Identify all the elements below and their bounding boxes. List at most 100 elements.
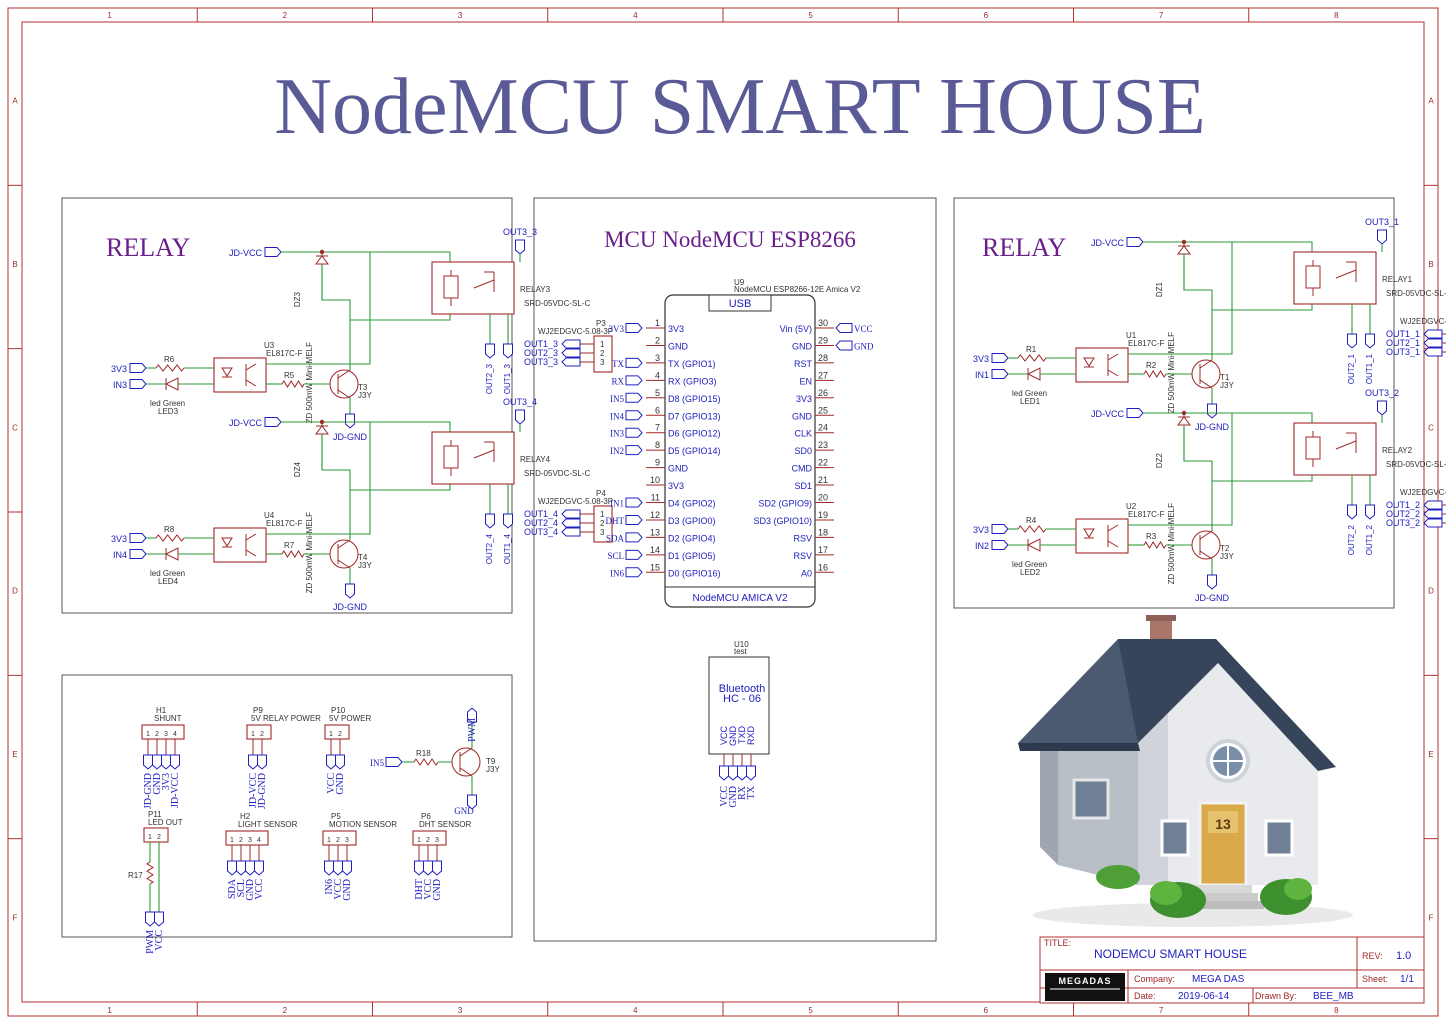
relay-right-panel (953, 197, 1395, 609)
mcu-pin-number: 5 (655, 388, 660, 398)
bt-pin-name: TXD (737, 725, 747, 744)
mcu-pin-number: 24 (818, 423, 828, 433)
vcc-net-label: JD-VCC (229, 418, 262, 428)
tb-drawn: BEE_MB (1313, 991, 1354, 1002)
header-label: MOTION SENSOR (329, 820, 397, 829)
frame-row-label: C (12, 423, 18, 432)
conn-pin-number: 1 (600, 340, 605, 349)
header-net-label: GND (245, 879, 256, 901)
mcu-pin-number: 23 (818, 440, 828, 450)
zener-part: ZD 500mW Mini-MELF (1167, 332, 1176, 413)
mcu-pin-name: TX (GPIO1) (668, 359, 716, 369)
bluetooth-module: U10 test Bluetooth HC - 06 VCCVCCGNDGNDT… (708, 640, 770, 808)
mcu-pin-number: 27 (818, 370, 828, 380)
relay-out-b: OUT1_4 (503, 533, 512, 564)
header-pin-number: 1 (329, 731, 333, 738)
mcu-net-label: VCC (854, 324, 873, 334)
frame-row-label: F (1429, 913, 1434, 922)
mcu-pin-name: EN (799, 376, 812, 386)
relay-part: SRD-05VDC-SL-C (1386, 460, 1446, 469)
zener-part: ZD 500mW Mini-MELF (1167, 503, 1176, 584)
relay-left-heading: RELAY (106, 233, 190, 262)
mcu-pin-name: CLK (794, 429, 812, 439)
in2-net-label: IN3 (113, 380, 127, 390)
r1-ref: R6 (164, 355, 175, 364)
mcu-pin-name: GND (792, 411, 813, 421)
conn-out-label: OUT2_2 (1386, 509, 1420, 519)
header-net-label: 3V3 (161, 773, 172, 790)
mcu-pin-number: 30 (818, 318, 828, 328)
conn-pin-number: 2 (600, 349, 605, 358)
frame-col-label: 2 (283, 1006, 288, 1015)
mcu-pin-name: D6 (GPIO12) (668, 429, 721, 439)
zener-part: ZD 500mW Mini-MELF (305, 512, 314, 593)
bt-ref: U10 (734, 640, 749, 649)
nodemcu-module: U9 NodeMCU ESP8266-12E Amica V2 USB Node… (606, 278, 874, 608)
mcu-pin-name: GND (668, 341, 689, 351)
mcu-pin-number: 25 (818, 405, 828, 415)
header-pin-number: 4 (173, 731, 177, 738)
header-label: LIGHT SENSOR (238, 820, 298, 829)
header-label: SHUNT (154, 714, 182, 723)
led-value: led Green (150, 399, 185, 408)
mcu-net-label: GND (854, 341, 874, 351)
mcu-footer: NodeMCU AMICA V2 (692, 593, 787, 604)
mcu-pin-name: Vin (5V) (780, 324, 812, 334)
mcu-pin-name: SD2 (GPIO9) (758, 499, 812, 509)
mcu-pin-number: 26 (818, 388, 828, 398)
mcu-pin-name: D5 (GPIO14) (668, 446, 721, 456)
header-pin-number: 1 (327, 837, 331, 844)
frame-row-label: D (1428, 587, 1434, 596)
transistor-ref: T2 (1220, 544, 1230, 553)
header-pin-number: 2 (338, 731, 342, 738)
frame-col-label: 7 (1159, 11, 1164, 20)
relay-out-a: OUT2_2 (1347, 524, 1356, 555)
opto-ref: U3 (264, 341, 275, 350)
conn-out-label: OUT2_4 (524, 518, 558, 528)
header-ref: P5 (331, 812, 341, 821)
conn-ref: P3 (596, 319, 606, 328)
mcu-pin-number: 6 (655, 405, 660, 415)
r2-ref: R7 (284, 541, 295, 550)
out3-net-label: OUT3_1 (1365, 217, 1399, 227)
mcu-pin-number: 7 (655, 423, 660, 433)
t9-top-label: PWM (467, 718, 478, 742)
relay-ref: RELAY4 (520, 455, 551, 464)
header-net-label: VCC (423, 879, 434, 900)
mcu-pin-number: 21 (818, 475, 828, 485)
header-net-label: GND (152, 773, 163, 795)
conn-out-label: OUT2_1 (1386, 338, 1420, 348)
p11-ref: P11 (148, 810, 162, 819)
conn-pin-number: 3 (600, 358, 605, 367)
header-net-label: SDA (227, 878, 238, 899)
bt-pin-name: GND (728, 726, 738, 747)
conn-part: WJ2EDGVC-5.08-3P (1400, 317, 1446, 326)
mcu-pin-name: RST (794, 359, 813, 369)
out3-net-label: OUT3_2 (1365, 388, 1399, 398)
relay-ref: RELAY3 (520, 285, 551, 294)
mcu-pin-name: D7 (GPIO13) (668, 411, 721, 421)
tb-sheet-label: Sheet: (1362, 974, 1388, 984)
header-net-label: VCC (326, 773, 337, 794)
mcu-pin-name: RX (GPIO3) (668, 376, 717, 386)
mcu-net-label: IN5 (610, 394, 624, 404)
mcu-pin-number: 2 (655, 335, 660, 345)
mcu-net-label: SCL (607, 551, 624, 561)
frame-row-label: D (12, 587, 18, 596)
mcu-pin-name: 3V3 (668, 324, 684, 334)
frame-col-label: 1 (107, 1006, 112, 1015)
transistor-ref: T3 (358, 383, 368, 392)
in2-net-label: IN2 (975, 541, 989, 551)
frame-col-label: 2 (283, 11, 288, 20)
header-pin-number: 1 (146, 731, 150, 738)
mcu-heading: MCU NodeMCU ESP8266 (604, 227, 856, 252)
header-pin-number: 2 (157, 834, 161, 841)
mcu-pin-name: GND (668, 464, 689, 474)
header-net-label: JD-VCC (170, 773, 181, 808)
usb-label: USB (729, 298, 752, 310)
mcu-net-label: SDA (606, 533, 625, 543)
frame-row-label: A (1428, 97, 1434, 106)
